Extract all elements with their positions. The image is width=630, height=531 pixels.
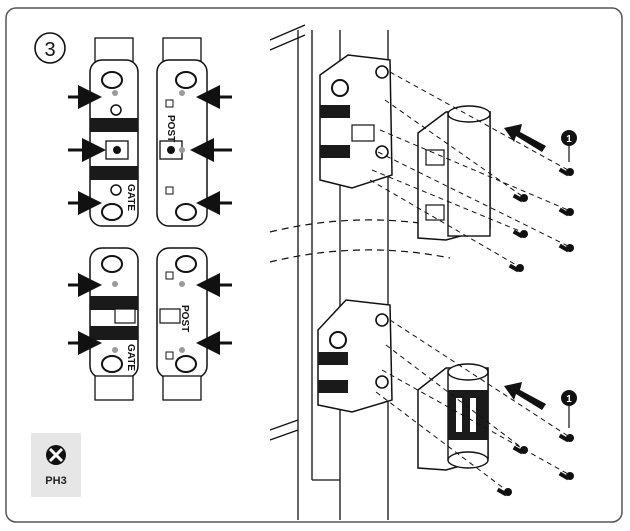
screw-icon: [512, 229, 528, 239]
push-arrows: [504, 124, 546, 410]
post-label-bottom: POST: [179, 305, 190, 332]
callout-number: 1: [566, 394, 572, 405]
post-hinge-bottom: POST: [156, 247, 208, 401]
step-number: 3: [44, 39, 55, 61]
gate-label: GATE: [125, 184, 136, 211]
gate-label-bottom: GATE: [125, 344, 136, 371]
upper-hinge-assembly: [319, 54, 393, 189]
lower-bracket: [417, 363, 489, 471]
screw-icon: [512, 193, 528, 203]
callout-marker-top: 1: [561, 130, 577, 162]
screw-icon: [558, 167, 574, 177]
screw-icon: [508, 263, 524, 273]
gate-hinge-top: GATE: [89, 37, 139, 227]
screw-icon: [558, 243, 574, 253]
post-label: POST: [165, 115, 176, 142]
screw-icon: [496, 487, 512, 497]
tool-badge-label: PH3: [45, 475, 67, 487]
screw-icon: [512, 445, 528, 455]
tool-badge: PH3: [31, 433, 81, 497]
separator-dash: [269, 249, 451, 263]
phillips-screwdriver-icon: [46, 445, 66, 465]
arrow-push-icon: [504, 382, 546, 410]
screw-icon: [558, 471, 574, 481]
screw-guide-lines: [369, 71, 569, 491]
arrow-push-icon: [504, 124, 546, 152]
post-hinge-top: POST: [156, 37, 208, 227]
gate-hinge-bottom: GATE: [89, 247, 139, 401]
screws: [496, 167, 574, 497]
diagram-border: [5, 7, 623, 523]
screw-icon: [558, 433, 574, 443]
callout-marker-bottom: 1: [561, 390, 577, 428]
pointer-arrows: [68, 85, 232, 355]
lower-hinge-assembly: [317, 299, 393, 413]
upper-bracket: [417, 105, 491, 241]
callout-number: 1: [566, 134, 572, 145]
step-number-badge: 3: [34, 32, 66, 64]
screw-icon: [558, 207, 574, 217]
